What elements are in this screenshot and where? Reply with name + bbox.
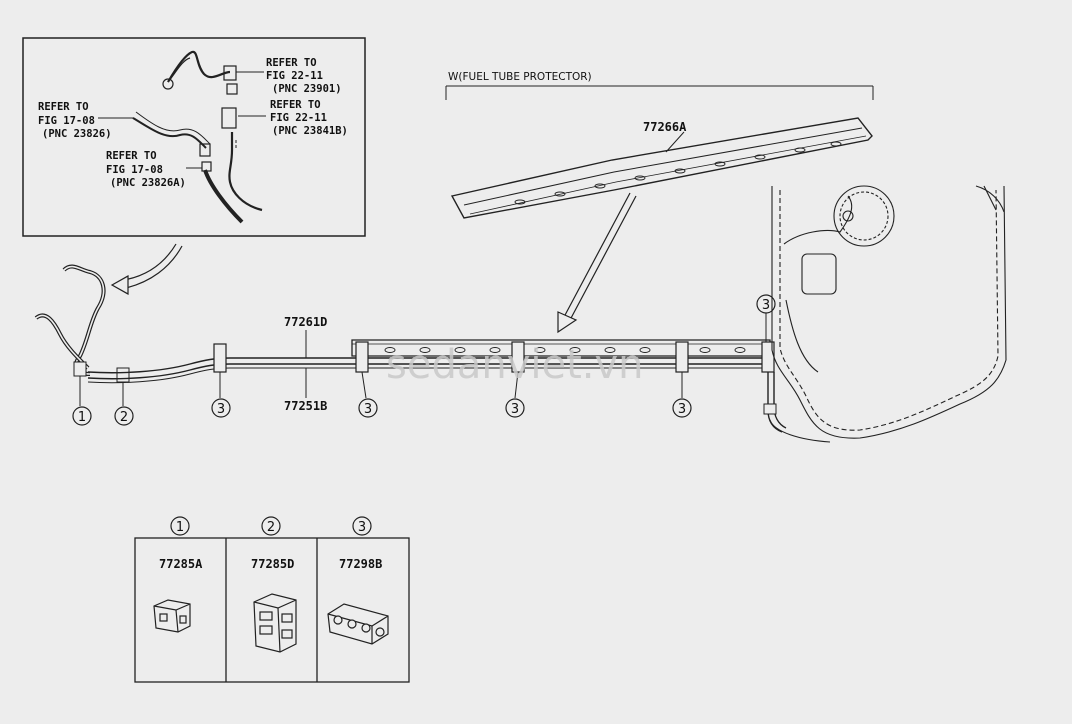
ref-label-line3: (PNC 23841B) bbox=[272, 125, 348, 137]
ref-label-line1: REFER TO bbox=[266, 57, 317, 69]
ref-label-line3: (PNC 23826) bbox=[42, 128, 112, 140]
clamp-part-number: 77298B bbox=[339, 557, 382, 571]
ref-label-line2: FIG 17-08 bbox=[38, 115, 95, 127]
ref-label-line3: (PNC 23901) bbox=[272, 83, 342, 95]
callout-3: 3 bbox=[678, 402, 686, 417]
clamp-2-drawing bbox=[253, 593, 297, 653]
part-number-protector: 77266A bbox=[643, 120, 687, 134]
fuel-tube-assembly: 77261D 77251B 1 2 3 3 3 3 3 bbox=[34, 264, 787, 433]
callout-3: 3 bbox=[217, 402, 225, 417]
table-callout-2: 2 bbox=[267, 520, 275, 535]
protector-note: W(FUEL TUBE PROTECTOR) bbox=[448, 71, 592, 83]
clamp-part-number: 77285D bbox=[251, 557, 294, 571]
part-number-tube-upper: 77261D bbox=[284, 315, 327, 329]
callout-3: 3 bbox=[364, 402, 372, 417]
clamp-1-drawing bbox=[153, 599, 191, 633]
clamp-3-drawing bbox=[327, 603, 389, 645]
clamp-part-number: 77285A bbox=[159, 557, 203, 571]
clamp-table: 1 2 3 77285A 77285D 77298B bbox=[134, 516, 410, 683]
inset-detail-box: REFER TO FIG 22-11 (PNC 23901) REFER TO … bbox=[22, 37, 366, 237]
table-callout-1: 1 bbox=[176, 520, 184, 535]
fuel-tank bbox=[769, 185, 1007, 443]
ref-label-line1: REFER TO bbox=[38, 101, 89, 113]
callout-3: 3 bbox=[762, 298, 770, 313]
ref-label-line1: REFER TO bbox=[270, 99, 321, 111]
callout-1: 1 bbox=[78, 410, 86, 425]
ref-label-line3: (PNC 23826A) bbox=[110, 177, 186, 189]
ref-label-line1: REFER TO bbox=[106, 150, 157, 162]
ref-label-line2: FIG 17-08 bbox=[106, 164, 163, 176]
part-number-tube-lower: 77251B bbox=[284, 399, 327, 413]
callout-3: 3 bbox=[511, 402, 519, 417]
protector-detail: W(FUEL TUBE PROTECTOR) 77266A bbox=[445, 71, 874, 334]
inset-pointer-arrow bbox=[110, 243, 183, 296]
watermark: sedanviet.vn bbox=[386, 342, 644, 388]
callout-2: 2 bbox=[120, 410, 128, 425]
ref-label-line2: FIG 22-11 bbox=[270, 112, 327, 124]
ref-label-line2: FIG 22-11 bbox=[266, 70, 323, 82]
table-callout-3: 3 bbox=[358, 520, 366, 535]
